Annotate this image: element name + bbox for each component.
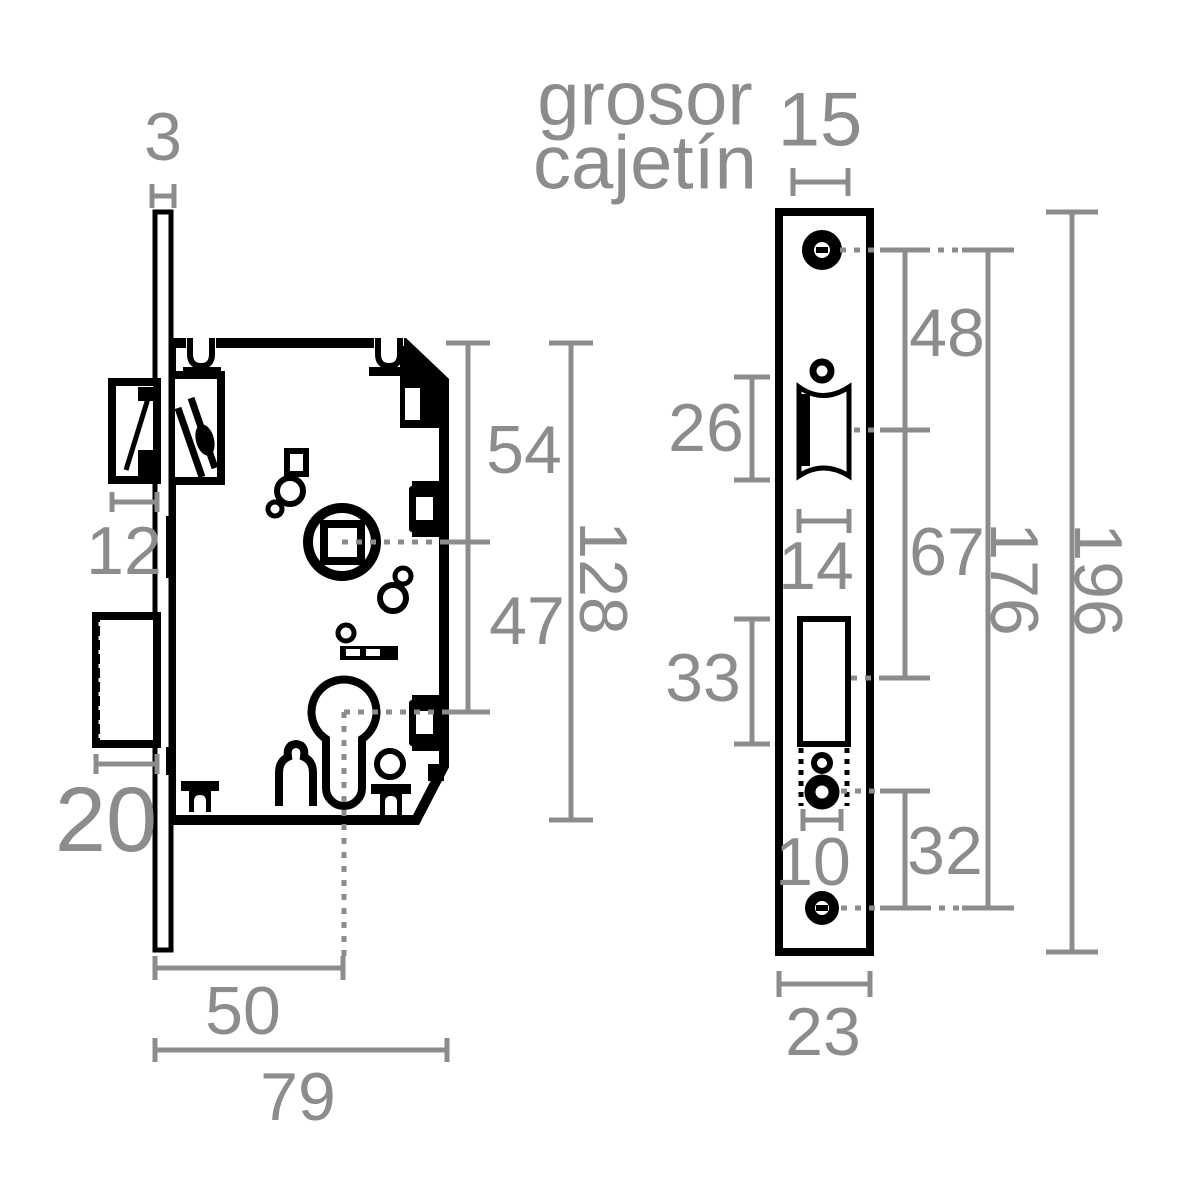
dim-label: 54 bbox=[486, 412, 562, 488]
dim-case-height: 128 bbox=[549, 340, 641, 823]
dim-label: 33 bbox=[665, 640, 741, 716]
dim-48-67-32-chain: 48 67 32 bbox=[880, 247, 985, 911]
foot-arch bbox=[194, 795, 206, 812]
latch-cam bbox=[195, 424, 215, 456]
dim-latch-cutout-width: 14 bbox=[778, 509, 854, 604]
dim-latch-protrusion: 12 bbox=[86, 492, 162, 589]
dim-label: 3 bbox=[144, 99, 182, 175]
front-view: grosor cajetín 15 bbox=[533, 57, 1136, 1071]
latch-spring-bar bbox=[174, 406, 206, 479]
dim-faceplate-thickness: 3 bbox=[144, 99, 182, 208]
cylinder-hole-front bbox=[804, 774, 840, 810]
edge-boss-cap bbox=[412, 695, 440, 702]
dim-label: 23 bbox=[785, 994, 861, 1070]
title-line-2: cajetín bbox=[533, 121, 757, 206]
stop-flag bbox=[284, 448, 309, 477]
dim-label: 26 bbox=[668, 390, 744, 466]
dim-label: 50 bbox=[205, 973, 281, 1049]
case-attach-tab-upper bbox=[166, 516, 176, 578]
dim-label: 15 bbox=[778, 78, 863, 163]
edge-boss-cap bbox=[412, 744, 440, 751]
dim-cylinder-hole-width: 10 bbox=[775, 809, 851, 900]
dim-label: 128 bbox=[565, 521, 641, 634]
dim-case-thickness: 15 bbox=[778, 78, 863, 196]
edge-boss-cap bbox=[412, 481, 440, 488]
cylinder-screw-hole bbox=[811, 752, 833, 774]
latch-cutout-edge bbox=[799, 394, 810, 466]
latch-cutout bbox=[796, 382, 852, 481]
latch-guide-ring bbox=[809, 358, 835, 384]
foot-arch bbox=[385, 796, 397, 815]
boss-base-right bbox=[369, 367, 407, 376]
dim-screw-distance: 176 bbox=[962, 247, 1052, 911]
dim-faceplate-width: 23 bbox=[776, 971, 873, 1070]
foot-post bbox=[371, 784, 411, 794]
screw-center-dash bbox=[816, 247, 828, 253]
dim-label: 10 bbox=[775, 824, 851, 900]
pivot-post bbox=[377, 582, 409, 614]
dim-label: 12 bbox=[86, 513, 162, 589]
slide-slot bbox=[366, 649, 380, 656]
spring-bell bbox=[275, 739, 317, 806]
dim-label: 32 bbox=[907, 813, 983, 889]
dim-label: 67 bbox=[909, 514, 985, 590]
screw-center-dash bbox=[816, 905, 828, 911]
title-line-1: grosor bbox=[537, 57, 752, 142]
dim-deadbolt-protrusion: 20 bbox=[55, 754, 160, 871]
dim-backset: 50 bbox=[152, 956, 346, 1049]
edge-boss-window bbox=[416, 711, 433, 734]
chamfer-step bbox=[428, 764, 444, 781]
dim-total-depth: 79 bbox=[152, 1038, 450, 1135]
dim-54-47-chain: 54 47 bbox=[446, 340, 565, 715]
case-attach-tab-lower bbox=[166, 747, 176, 775]
deadbolt-cutout bbox=[797, 616, 851, 747]
dim-label: 47 bbox=[489, 583, 565, 659]
edge-boss-window bbox=[416, 497, 433, 520]
screw-boss-top-left bbox=[187, 338, 215, 370]
dim-latch-cutout-height: 26 bbox=[668, 374, 770, 483]
latch-detail bbox=[138, 450, 154, 476]
edge-boss-cap bbox=[412, 530, 440, 537]
dim-deadbolt-cutout-height: 33 bbox=[665, 616, 770, 747]
faceplate-front bbox=[775, 208, 874, 956]
post-ring bbox=[374, 748, 406, 780]
latch-bevel-line bbox=[123, 391, 153, 471]
dim-label: 79 bbox=[260, 1059, 336, 1135]
small-rivet bbox=[265, 499, 285, 519]
spindle-square-hole bbox=[320, 520, 365, 565]
pivot-post bbox=[274, 475, 306, 507]
small-rivet bbox=[392, 565, 414, 587]
dim-label: 48 bbox=[909, 295, 985, 371]
screw-boss-top-right bbox=[375, 338, 403, 370]
corner-slot bbox=[405, 388, 420, 420]
dim-faceplate-height: 196 bbox=[1046, 209, 1136, 955]
deadbolt bbox=[92, 612, 161, 748]
dim-label: 14 bbox=[778, 528, 854, 604]
dim-label: 196 bbox=[1060, 523, 1136, 636]
small-rivet bbox=[335, 622, 357, 644]
dim-label: 176 bbox=[976, 522, 1052, 635]
dim-label: 20 bbox=[55, 769, 157, 871]
latch-detail bbox=[138, 387, 154, 401]
side-view: 3 12 20 54 47 1 bbox=[55, 99, 641, 1135]
foot-post bbox=[181, 781, 219, 791]
slide-slot bbox=[346, 649, 360, 656]
